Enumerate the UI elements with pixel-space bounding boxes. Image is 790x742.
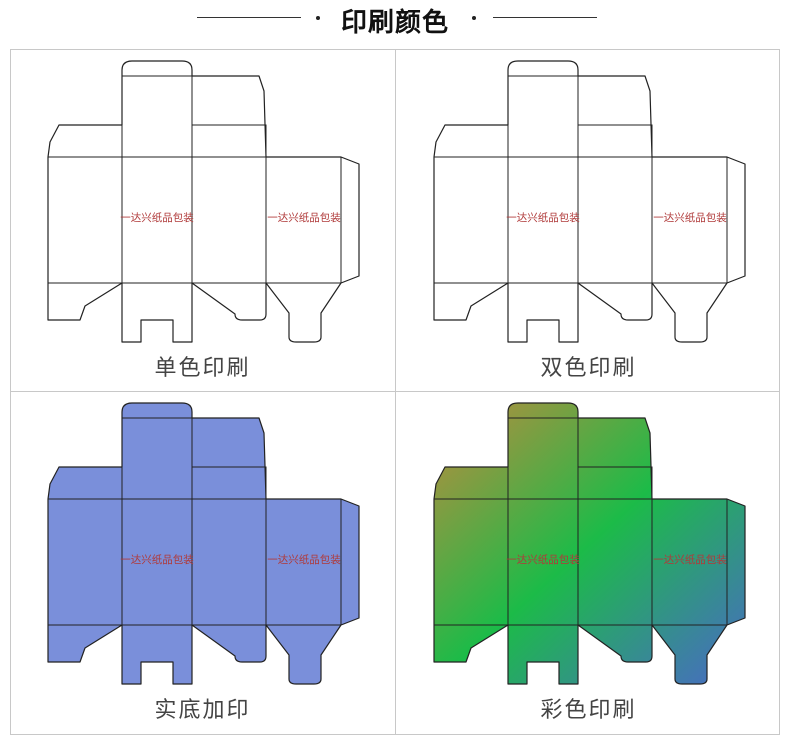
header-rule-right xyxy=(493,17,597,18)
section-title: 印刷颜色 xyxy=(340,8,449,38)
brand-label: 一达兴纸品包装 xyxy=(267,553,341,566)
box-outline xyxy=(47,60,360,343)
section-header: 印刷颜色 xyxy=(0,0,790,40)
fold-line xyxy=(191,418,267,499)
panel-solid-base: 一达兴纸品包装 一达兴纸品包装 实底加印 xyxy=(10,392,395,734)
fold-line xyxy=(577,418,653,499)
grid-divider-vertical xyxy=(395,49,396,735)
panel-two-color: 一达兴纸品包装 一达兴纸品包装 双色印刷 xyxy=(396,50,781,392)
box-dieline-two-color: 一达兴纸品包装 一达兴纸品包装 xyxy=(433,60,746,343)
brand-label: 一达兴纸品包装 xyxy=(653,553,727,566)
panel-caption: 彩色印刷 xyxy=(540,698,637,723)
box-outline xyxy=(433,60,746,343)
panel-caption: 单色印刷 xyxy=(154,356,251,381)
panel-single-color: 一达兴纸品包装 一达兴纸品包装 单色印刷 xyxy=(10,50,395,392)
box-dieline-single-color: 一达兴纸品包装 一达兴纸品包装 xyxy=(47,60,360,343)
brand-label: 一达兴纸品包装 xyxy=(267,211,341,224)
header-dot-right xyxy=(472,16,476,20)
grid-divider-horizontal xyxy=(10,391,780,392)
box-outline xyxy=(47,402,360,685)
brand-label: 一达兴纸品包装 xyxy=(506,211,580,224)
brand-label: 一达兴纸品包装 xyxy=(120,211,194,224)
fold-line xyxy=(191,76,267,157)
box-outline xyxy=(433,402,746,685)
brand-label: 一达兴纸品包装 xyxy=(506,553,580,566)
panel-caption: 双色印刷 xyxy=(540,356,637,381)
box-dieline-full-color: 一达兴纸品包装 一达兴纸品包装 xyxy=(433,402,746,685)
box-dieline-solid-base: 一达兴纸品包装 一达兴纸品包装 xyxy=(47,402,360,685)
panel-full-color: 一达兴纸品包装 一达兴纸品包装 彩色印刷 xyxy=(396,392,781,734)
header-dot-left xyxy=(316,16,320,20)
brand-label: 一达兴纸品包装 xyxy=(653,211,727,224)
brand-label: 一达兴纸品包装 xyxy=(120,553,194,566)
fold-line xyxy=(577,76,653,157)
header-rule-left xyxy=(197,17,301,18)
panel-caption: 实底加印 xyxy=(154,698,251,723)
